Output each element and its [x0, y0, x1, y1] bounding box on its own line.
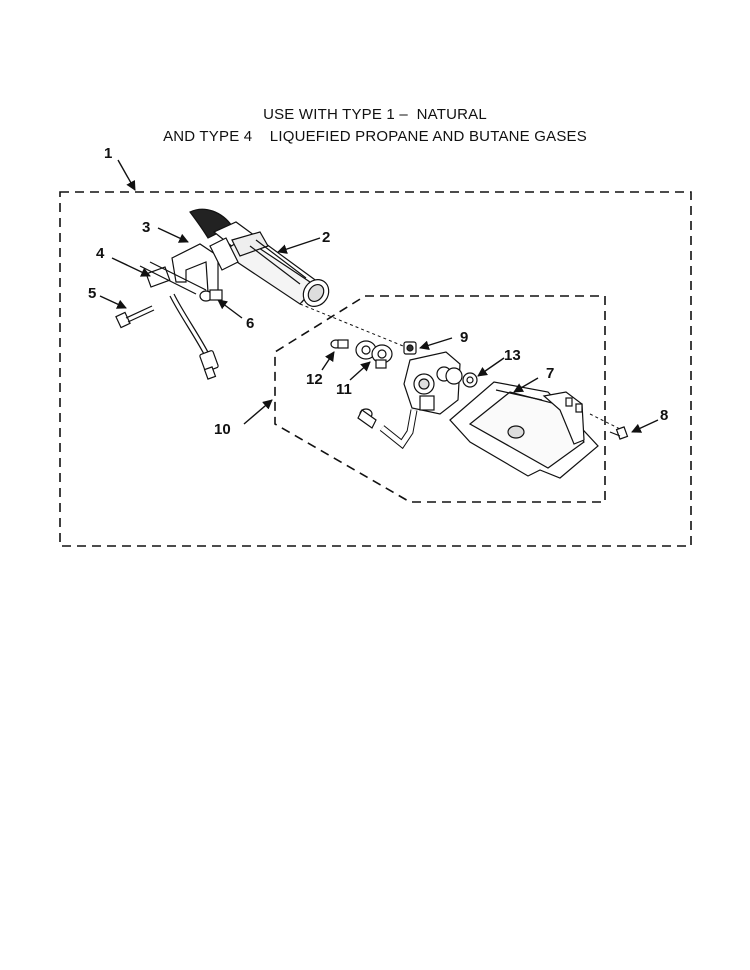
callout-10: 10	[214, 421, 231, 438]
burner-tube	[189, 208, 330, 307]
igniter	[139, 261, 219, 380]
alignment-line-2	[589, 413, 623, 431]
callout-1: 1	[104, 145, 112, 162]
callout-8: 8	[660, 407, 668, 424]
assembly-boundary	[59, 191, 692, 547]
callout-9: 9	[460, 329, 468, 346]
orifice	[403, 341, 417, 355]
bracket-mount-screw	[609, 426, 629, 440]
gas-valve	[357, 351, 463, 450]
valve-subassembly-boundary	[274, 295, 606, 503]
alignment-line	[299, 303, 409, 349]
callout-2: 2	[322, 229, 330, 246]
callout-12: 12	[306, 371, 323, 388]
callout-7: 7	[546, 365, 554, 382]
igniter-screw	[115, 305, 155, 329]
valve-coils	[355, 340, 393, 369]
callout-13: 13	[504, 347, 521, 364]
burner-bracket	[171, 237, 239, 293]
diagram-title-line-1: USE WITH TYPE 1 – NATURAL	[263, 106, 487, 123]
callout-5: 5	[88, 285, 96, 302]
callout-3: 3	[142, 219, 150, 236]
callout-4: 4	[96, 245, 105, 262]
callout-11: 11	[336, 381, 352, 398]
diagram-title-line-2: AND TYPE 4 LIQUEFIED PROPANE AND BUTANE …	[163, 128, 587, 145]
bracket-screw	[199, 289, 223, 302]
coil-screw	[330, 339, 349, 349]
callout-6: 6	[246, 315, 254, 332]
valve-nut	[462, 372, 478, 388]
leader-lines	[99, 159, 659, 433]
valve-bracket	[449, 381, 599, 479]
